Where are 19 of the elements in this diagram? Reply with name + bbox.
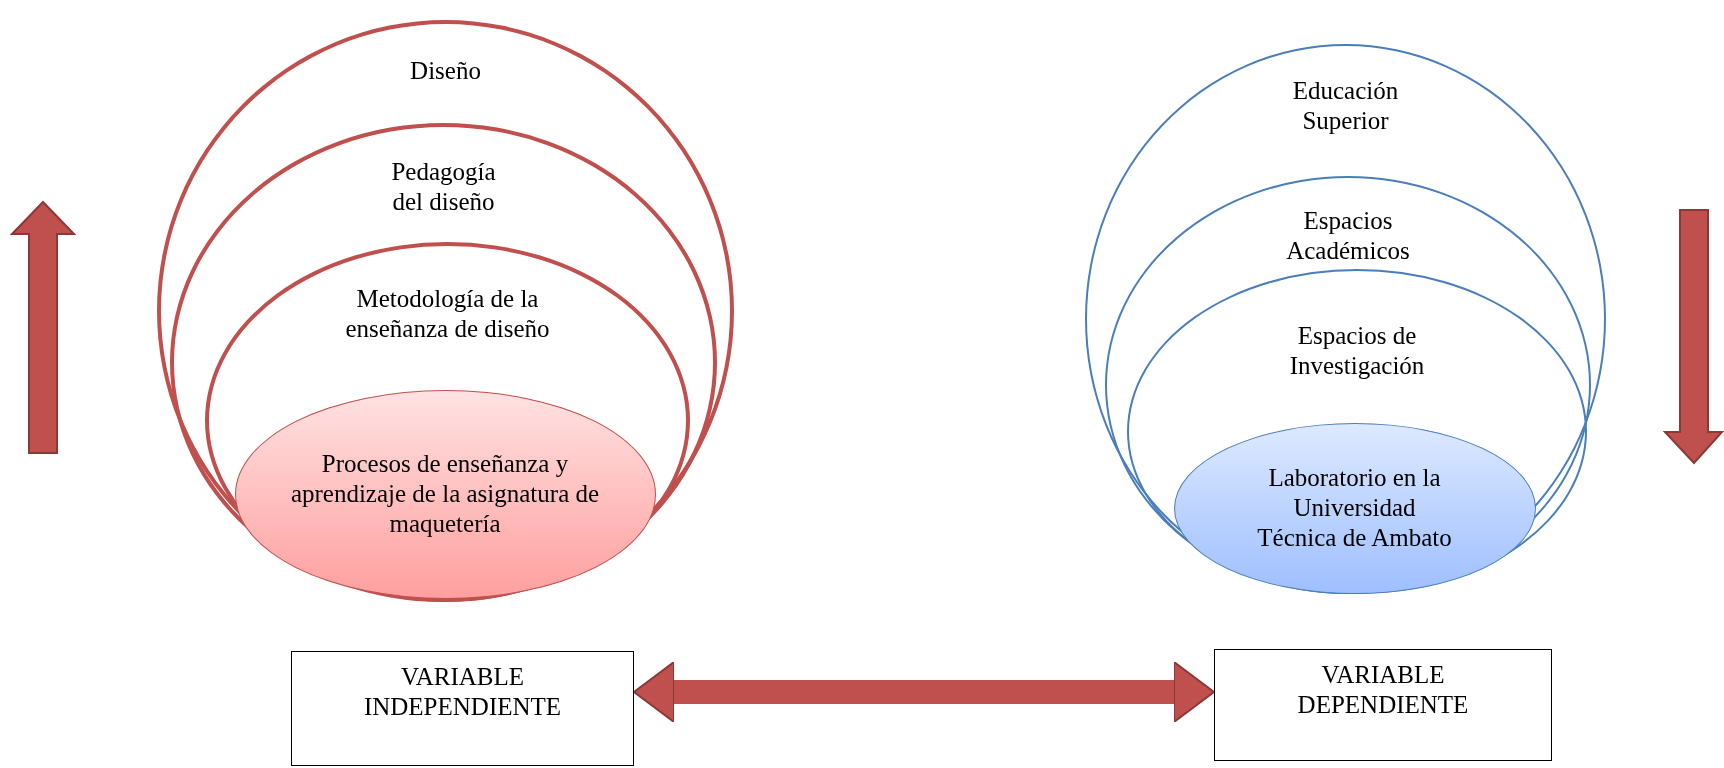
node-text: VARIABLE INDEPENDIENTE	[362, 662, 563, 722]
double-arrow	[633, 661, 1215, 723]
ellipse	[205, 242, 690, 599]
node-text: Espacios Académicos	[1285, 206, 1411, 266]
node-text: Metodología de la enseñanza de diseño	[344, 284, 551, 344]
ellipse	[1085, 44, 1606, 594]
node-text: Espacios de Investigación	[1288, 321, 1426, 381]
ellipse	[1127, 269, 1587, 594]
node-text: VARIABLE DEPENDIENTE	[1296, 660, 1470, 720]
label-box	[291, 651, 634, 766]
ellipse	[170, 123, 717, 602]
node-text: Educación Superior	[1291, 76, 1400, 136]
node-text: Laboratorio en la Universidad Técnica de Ambato	[1256, 463, 1453, 553]
label-box	[1214, 649, 1552, 761]
node-text: Pedagogía del diseño	[390, 157, 497, 217]
ellipse	[157, 20, 734, 602]
node-text: Diseño	[409, 56, 482, 86]
node-text: Procesos de enseñanza y aprendizaje de la asignatura de maquetería	[289, 449, 601, 539]
ellipse	[1105, 176, 1591, 594]
